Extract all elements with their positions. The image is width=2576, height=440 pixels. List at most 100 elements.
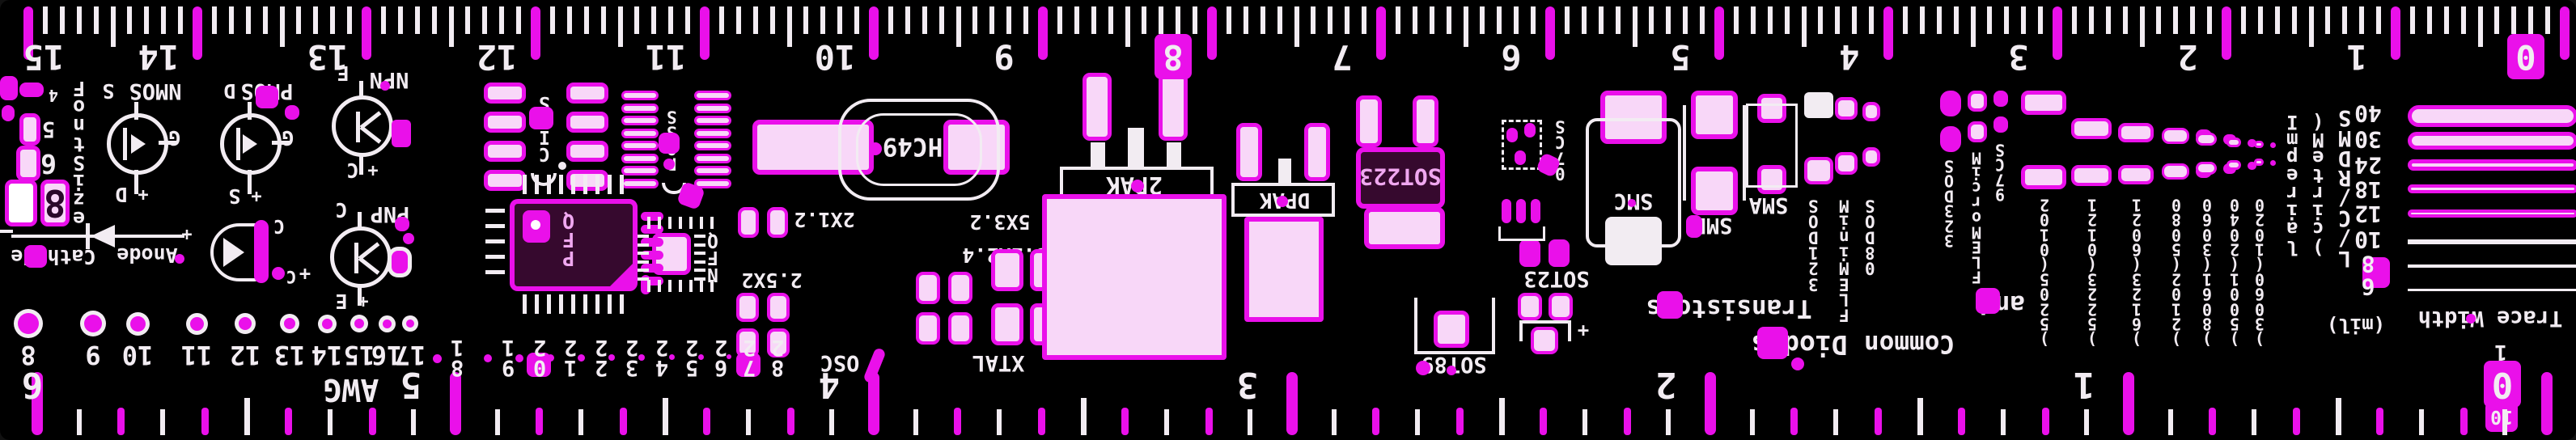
awg-hole [697, 354, 704, 360]
sod323-pad [1940, 91, 1961, 116]
mm-tick [905, 6, 910, 34]
caption-pad [1657, 291, 1683, 319]
qfn-lead [694, 260, 705, 264]
mm-tick [59, 6, 65, 34]
awg-hole [484, 354, 492, 362]
sot23-pad [1549, 293, 1573, 320]
mm-tick [1243, 6, 1248, 34]
edge-pad [2, 105, 15, 121]
pnp-lead [358, 285, 362, 306]
mm-tick [1463, 6, 1468, 47]
mm-tick [1395, 6, 1400, 34]
soic-pad [484, 82, 526, 104]
mm-tick [1193, 6, 1198, 34]
mm-tick [1328, 6, 1333, 34]
qfn-lead [694, 235, 705, 238]
2pak-lead-pad [1159, 73, 1188, 141]
ssop-pad [694, 141, 731, 150]
qfp-lead [535, 294, 539, 314]
tenth-tick [1874, 408, 1882, 435]
ssop-pad [621, 116, 659, 125]
mm-tick [211, 6, 217, 34]
pnp-pin-c: C [335, 198, 348, 222]
tenth-tick [745, 409, 751, 435]
cm-tick [2053, 6, 2062, 60]
mm-tick [482, 6, 488, 34]
trace-bar [2408, 184, 2576, 193]
mm-tick [1531, 6, 1536, 34]
qfn-lead [668, 217, 672, 229]
cm-number: 1 [2346, 37, 2367, 77]
rcl-pad-metric [2248, 139, 2256, 147]
inch-tick [868, 372, 879, 435]
rcl-pad [2196, 133, 2217, 146]
pad-32x24 [916, 312, 940, 345]
pad-32x24 [948, 312, 972, 345]
caption-via [1791, 358, 1804, 370]
caption-pad [1976, 288, 2000, 314]
cm-number: 3 [2008, 37, 2029, 77]
tenth-tick [1833, 409, 1839, 435]
smb-label-pad [1686, 215, 1702, 238]
sod80-pad [1862, 147, 1880, 167]
mm-tick [1598, 6, 1604, 34]
mm-tick [347, 6, 353, 34]
diode-cathode-bar [86, 223, 90, 249]
mm-tick [1142, 6, 1147, 34]
qfp-lead [620, 294, 624, 314]
font-size-sample: 4 [48, 86, 59, 105]
rcl-pad-metric [2270, 142, 2277, 149]
trace-bar [2408, 132, 2576, 150]
mm-tick [955, 6, 961, 47]
2pak-tab-pad [1042, 194, 1227, 360]
rcl-pad [2118, 165, 2154, 184]
qfp-lead-pad [641, 238, 663, 247]
soic-label-pad [529, 107, 553, 129]
qfn-lead [694, 243, 705, 247]
led-plus: + [299, 262, 311, 285]
qfp-lead [485, 270, 505, 274]
mm-tick [820, 6, 826, 34]
cm-number-pad [1155, 34, 1192, 79]
cm-number: 10 [814, 37, 856, 77]
mm-tick [2139, 6, 2145, 47]
sot23-pad [1518, 293, 1542, 320]
mm-tick [651, 6, 657, 34]
cm-number: 5 [1670, 37, 1691, 77]
mm-tick [1683, 6, 1688, 34]
trace-label-pad [2362, 257, 2390, 288]
trace-label: 40 [2354, 100, 2382, 127]
qfp-lead-pad [641, 212, 663, 221]
inch-tick [1705, 372, 1716, 435]
mm-tick [600, 6, 606, 34]
qfn-lead [668, 280, 672, 292]
sod323-pad [1940, 126, 1961, 152]
mm-tick [296, 6, 302, 34]
cm-tick [2560, 6, 2570, 60]
cm-number: 4 [1839, 37, 1860, 77]
mm-tick [1446, 6, 1451, 34]
qfp-lead [559, 294, 563, 314]
npn-bar [356, 112, 360, 142]
mm-tick [2240, 6, 2246, 34]
mm-tick [313, 6, 319, 34]
sc79-pad [1993, 91, 2008, 107]
mm-tick [2460, 6, 2466, 34]
qfn-lead [658, 280, 661, 292]
ssop-pad [621, 141, 659, 150]
mm-tick [93, 6, 99, 34]
mm-tick [2257, 6, 2263, 34]
mm-tick [786, 6, 792, 47]
qfn-lead [710, 217, 714, 229]
tenth-tick [1958, 408, 1966, 435]
tenth-tick [619, 408, 627, 435]
mm-tick [752, 6, 758, 34]
smb-outline [1683, 105, 1686, 201]
cm-number: 8 [1163, 37, 1184, 77]
pad-25x2 [767, 293, 790, 322]
pmos-label-pad [256, 86, 278, 108]
tenth-tick [913, 409, 918, 435]
awg-hole [239, 317, 252, 330]
